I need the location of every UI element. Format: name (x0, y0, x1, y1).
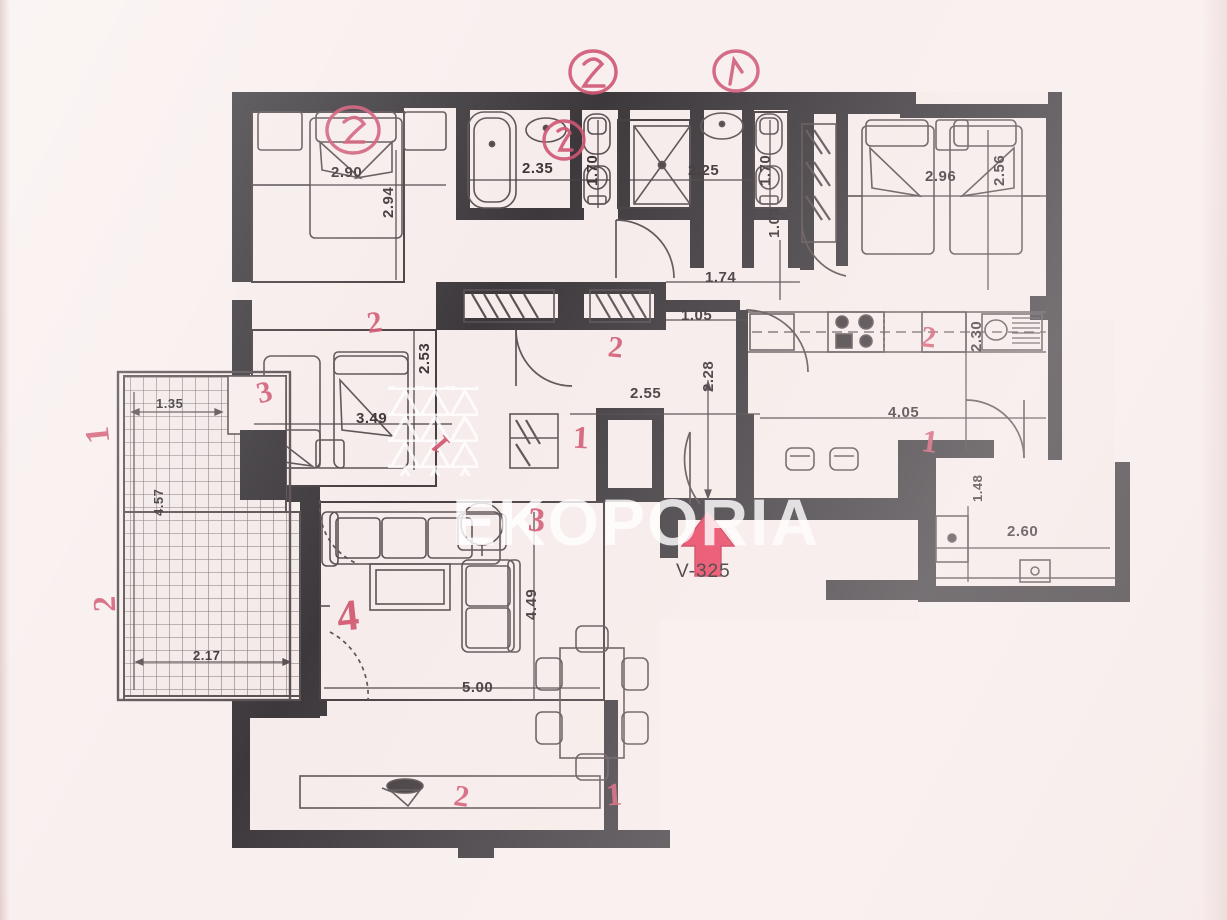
annotation-1-entry: 1 (572, 418, 590, 456)
wardrobe-hall (801, 123, 837, 243)
dim-bed3-depth: 2.56 (991, 154, 1008, 186)
watermark-text: EKOPORIA (452, 485, 821, 559)
watermark-logo (388, 386, 478, 476)
dim-bath2-width: 2.25 (688, 162, 720, 179)
shower-cabin (633, 125, 691, 205)
dim-kitchen-depth: 2.30 (968, 320, 985, 352)
dim-bath1-width: 2.35 (522, 160, 554, 177)
hall-closets (463, 289, 651, 323)
dim-entry-width: 2.55 (630, 385, 662, 402)
hand-annotations-strokes (325, 49, 760, 161)
dim-kitchen-width: 4.05 (888, 404, 920, 421)
annotation-1-bottom: 1 (604, 775, 624, 813)
kitchen-counter (748, 311, 1046, 353)
dim-bed1-depth: 2.94 (380, 186, 397, 218)
dim-living-depth: 4.49 (523, 588, 540, 620)
dim-hall-a: 1.74 (705, 269, 737, 286)
dining-set (535, 625, 649, 781)
annotation-2-right: 2 (919, 320, 938, 355)
dim-living-width: 5.00 (462, 679, 494, 696)
annotation-1-terrace: 1 (78, 424, 118, 446)
dim-entry-depth: 2.28 (700, 360, 717, 392)
annotation-3-living: 3 (526, 501, 547, 540)
entry-closet (509, 413, 559, 469)
bottom-balcony-fixture (381, 778, 424, 808)
bottom-terrace (299, 775, 601, 809)
door-swings (235, 219, 1025, 701)
twin-beds-bedroom3 (848, 119, 1046, 255)
unit-label: V-325 (676, 561, 731, 582)
structural-walls (232, 92, 1130, 858)
apartment-floor-fill (232, 92, 1130, 845)
annotation-2-closet: 2 (606, 330, 625, 365)
dim-utility-width: 2.60 (1007, 523, 1039, 540)
living-room-furniture (320, 502, 521, 653)
annotation-2-terrace: 2 (85, 595, 123, 613)
bathroom2-fixtures (700, 112, 783, 205)
dim-terrace-b: 4.57 (151, 488, 166, 516)
dim-hall-c: 1.05 (681, 307, 713, 324)
dim-hall-b: 1.03 (766, 206, 783, 238)
unit-direction-arrow (680, 510, 736, 577)
dim-terrace-a: 1.35 (156, 396, 184, 411)
annotation-4-living: 4 (334, 589, 362, 642)
dim-bath1-depth: 1.70 (584, 154, 601, 186)
dim-utility-depth: 1.48 (970, 474, 985, 502)
dim-bed2-depth: 2.53 (416, 342, 433, 374)
dim-terrace-c: 2.17 (193, 648, 221, 663)
dim-bath2-depth: 1.70 (757, 154, 774, 186)
dim-bed2-width: 3.49 (356, 410, 388, 427)
bar-stools (785, 447, 859, 471)
dim-bed3-width: 2.96 (925, 168, 957, 185)
terrace-left (116, 370, 301, 702)
dim-bed1-width: 2.90 (331, 164, 363, 181)
